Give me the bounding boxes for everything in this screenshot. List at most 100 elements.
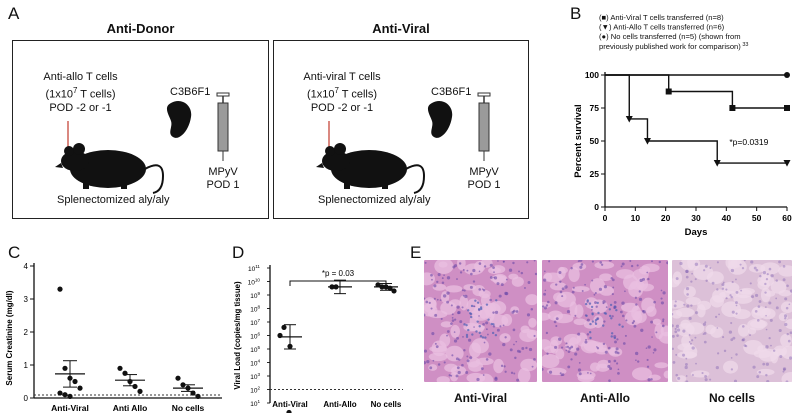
nucleus — [782, 278, 786, 282]
tubule — [685, 296, 701, 306]
nucleus — [450, 304, 453, 307]
infiltrate — [589, 322, 592, 326]
mouse-icon — [55, 143, 165, 194]
nucleus — [509, 348, 513, 352]
infiltrate — [474, 299, 477, 302]
nucleus — [489, 298, 492, 302]
nucleus — [735, 353, 738, 356]
nucleus — [429, 366, 433, 370]
nucleus — [714, 315, 718, 318]
nucleus — [786, 332, 789, 336]
nucleus — [691, 373, 694, 376]
data-point — [62, 392, 68, 398]
nucleus — [534, 272, 537, 276]
nucleus — [672, 360, 676, 364]
nucleus — [703, 340, 707, 344]
nucleus — [473, 326, 475, 328]
nucleus — [611, 292, 614, 296]
nucleus — [504, 370, 507, 373]
nucleus — [480, 367, 484, 371]
nucleus — [570, 345, 574, 349]
nucleus — [660, 301, 664, 305]
nucleus — [602, 302, 605, 305]
nucleus — [559, 372, 562, 375]
tubule — [577, 374, 595, 382]
nucleus — [533, 260, 536, 262]
histology-image-2 — [542, 260, 668, 382]
nucleus — [653, 300, 656, 304]
nucleus — [682, 329, 686, 333]
nucleus — [647, 378, 651, 382]
anti-donor-box: Anti-Donor Anti-allo T cells (1x107 T ce… — [12, 21, 269, 219]
nucleus — [722, 336, 725, 339]
nucleus — [613, 359, 617, 363]
nucleus — [608, 379, 611, 382]
nucleus — [782, 367, 787, 371]
nucleus — [789, 289, 792, 293]
tubule — [440, 321, 453, 328]
nucleus — [756, 375, 760, 379]
nucleus — [741, 267, 745, 270]
tubule — [761, 307, 771, 317]
marker-triangle — [713, 160, 721, 167]
kidney-icon — [427, 100, 453, 138]
nucleus — [711, 281, 715, 285]
y-tick-label: 25 — [590, 169, 600, 179]
nucleus — [662, 320, 665, 323]
cells-line-1: Anti-allo T cells — [43, 71, 118, 83]
tissue-texture — [542, 260, 668, 382]
y-tick-exponent: 11 — [255, 264, 260, 269]
infiltrate — [467, 309, 470, 312]
nucleus — [448, 374, 451, 377]
y-tick-label: 102 — [250, 386, 260, 395]
infiltrate — [588, 302, 592, 305]
y-tick-exponent: 4 — [257, 359, 260, 364]
nucleus — [619, 310, 623, 314]
nucleus — [756, 319, 760, 322]
nucleus — [520, 271, 524, 275]
infiltrate — [608, 308, 612, 311]
nucleus — [574, 314, 577, 317]
data-point — [281, 324, 287, 330]
anti-donor-strain: C3B6F1 — [170, 86, 211, 98]
nucleus — [647, 345, 651, 349]
x-category-label: Anti Allo — [113, 403, 148, 413]
nucleus — [743, 260, 746, 262]
data-point — [379, 284, 385, 290]
nucleus — [424, 349, 428, 353]
nucleus — [764, 291, 767, 294]
nucleus — [772, 349, 776, 352]
kidney-icon — [166, 100, 192, 138]
nucleus — [775, 279, 778, 282]
data-point — [67, 393, 73, 399]
nucleus — [779, 355, 783, 358]
tubule — [471, 338, 489, 354]
nucleus — [634, 296, 637, 299]
nucleus — [591, 260, 594, 263]
mouse-icon — [316, 143, 426, 194]
tubule — [680, 260, 701, 271]
tubule — [772, 348, 787, 356]
nucleus — [599, 261, 603, 264]
marker-triangle — [643, 138, 651, 145]
nucleus — [431, 278, 433, 281]
nucleus — [558, 271, 562, 275]
nucleus — [785, 380, 789, 382]
nucleus — [607, 364, 611, 368]
nucleus — [685, 287, 690, 291]
nucleus — [660, 289, 663, 292]
nucleus — [617, 372, 620, 375]
nucleus — [446, 291, 450, 295]
infiltrate — [477, 307, 481, 311]
nucleus — [587, 371, 589, 374]
nucleus — [443, 361, 446, 364]
nucleus — [483, 265, 487, 268]
nucleus — [751, 295, 755, 299]
nucleus — [559, 290, 563, 294]
histology-image-3 — [672, 260, 792, 382]
nucleus — [617, 368, 620, 371]
nucleus — [424, 313, 426, 317]
nucleus — [513, 343, 515, 346]
nucleus — [731, 310, 735, 314]
nucleus — [759, 275, 762, 278]
